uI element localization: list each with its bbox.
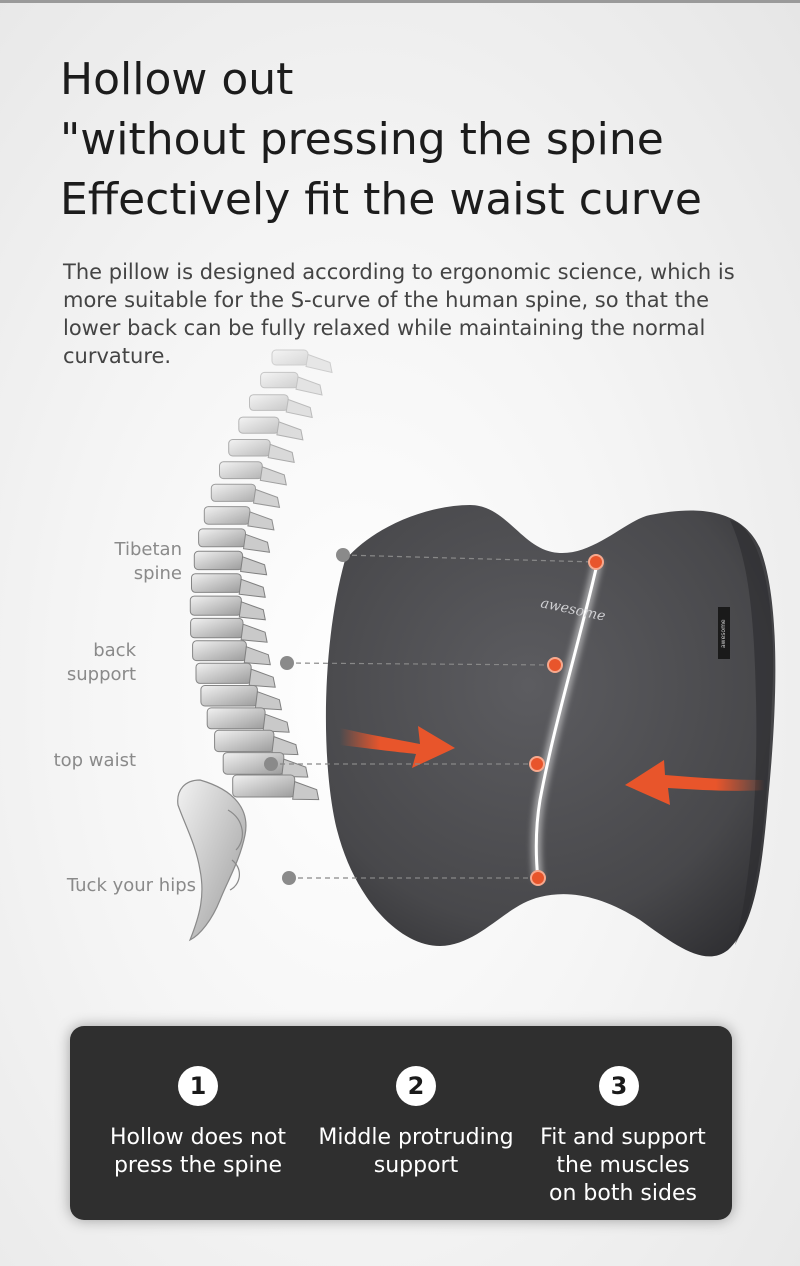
headline: Hollow out "without pressing the spine E… bbox=[60, 50, 702, 230]
leader-tibetan-spine bbox=[342, 554, 597, 563]
vertebra bbox=[210, 483, 281, 509]
label-tibetan-spine-line1: Tibetan bbox=[114, 539, 182, 560]
feature-number-badge: 3 bbox=[599, 1066, 639, 1106]
feature-text: Hollow does not press the spine bbox=[88, 1124, 308, 1180]
sacrum bbox=[177, 779, 247, 942]
description: The pillow is designed according to ergo… bbox=[63, 260, 735, 368]
arrow-right-icon bbox=[340, 726, 455, 768]
headline-line-1: Hollow out bbox=[60, 54, 294, 105]
feature-3-line2: the muscles bbox=[556, 1153, 690, 1178]
headline-line-3: Effectively fit the waist curve bbox=[60, 174, 702, 225]
vertebra bbox=[249, 394, 313, 419]
label-tuck-hips: Tuck your hips bbox=[66, 875, 196, 896]
pillow-dot-3 bbox=[529, 756, 545, 772]
spine-illustration bbox=[177, 349, 333, 942]
feature-3-line1: Fit and support bbox=[540, 1125, 706, 1150]
feature-number-badge: 2 bbox=[396, 1066, 436, 1106]
grey-dots bbox=[264, 548, 350, 885]
vertebra bbox=[193, 550, 268, 576]
vertebra bbox=[198, 528, 271, 553]
feature-2-line2: support bbox=[373, 1153, 459, 1178]
pillow-dot-4 bbox=[530, 870, 546, 886]
label-back-support-line1: back bbox=[93, 640, 136, 661]
features-panel: 1 Hollow does not press the spine 2 Midd… bbox=[70, 1026, 732, 1220]
dot-tuck-hips bbox=[282, 871, 296, 885]
vertebra bbox=[214, 729, 299, 756]
lumbar-pillow: awesome awesome bbox=[325, 505, 776, 957]
feature-2-line1: Middle protruding bbox=[318, 1125, 514, 1150]
vertebra bbox=[191, 573, 266, 598]
vertebra bbox=[228, 439, 295, 464]
feature-number-badge: 1 bbox=[178, 1066, 218, 1106]
pillow-tag bbox=[718, 607, 730, 659]
vertebra bbox=[189, 595, 266, 621]
vertebra bbox=[195, 662, 276, 688]
vertebra bbox=[206, 707, 290, 733]
dot-back-support bbox=[280, 656, 294, 670]
vertebra bbox=[260, 371, 323, 396]
headline-line-2: "without pressing the spine bbox=[60, 114, 664, 165]
label-top-waist: top waist bbox=[53, 750, 136, 771]
feature-1-line2: press the spine bbox=[113, 1153, 283, 1178]
sacrum-edge bbox=[227, 809, 243, 891]
pillow-center-line bbox=[534, 559, 600, 881]
vertebra bbox=[238, 416, 304, 441]
feature-1-line1: Hollow does not bbox=[109, 1125, 287, 1150]
pillow-side-shade bbox=[730, 520, 774, 945]
orange-dots bbox=[529, 554, 604, 886]
label-back-support-line2: support bbox=[66, 664, 136, 685]
vertebra bbox=[200, 685, 283, 711]
feature-text: Middle protruding support bbox=[306, 1124, 526, 1180]
dot-tibetan-spine bbox=[336, 548, 350, 562]
top-divider bbox=[0, 0, 800, 3]
vertebra bbox=[219, 461, 287, 486]
label-back-support: back support bbox=[36, 639, 136, 687]
label-tibetan-spine-line2: spine bbox=[133, 563, 182, 584]
pillow-dot-1 bbox=[588, 554, 604, 570]
feature-text: Fit and support the muscles on both side… bbox=[513, 1124, 733, 1208]
vertebra bbox=[203, 506, 275, 531]
dot-top-waist bbox=[264, 757, 278, 771]
vertebra bbox=[232, 774, 320, 801]
feature-3-line3: on both sides bbox=[549, 1181, 697, 1206]
vertebra bbox=[192, 640, 271, 666]
vertebra bbox=[271, 349, 333, 374]
vertebra bbox=[190, 617, 268, 643]
leader-lines bbox=[271, 554, 597, 879]
pillow-tag-text: awesome bbox=[720, 619, 727, 648]
arrow-left-icon bbox=[625, 760, 765, 805]
label-tibetan-spine: Tibetan spine bbox=[82, 538, 182, 586]
pillow-dot-2 bbox=[547, 657, 563, 673]
